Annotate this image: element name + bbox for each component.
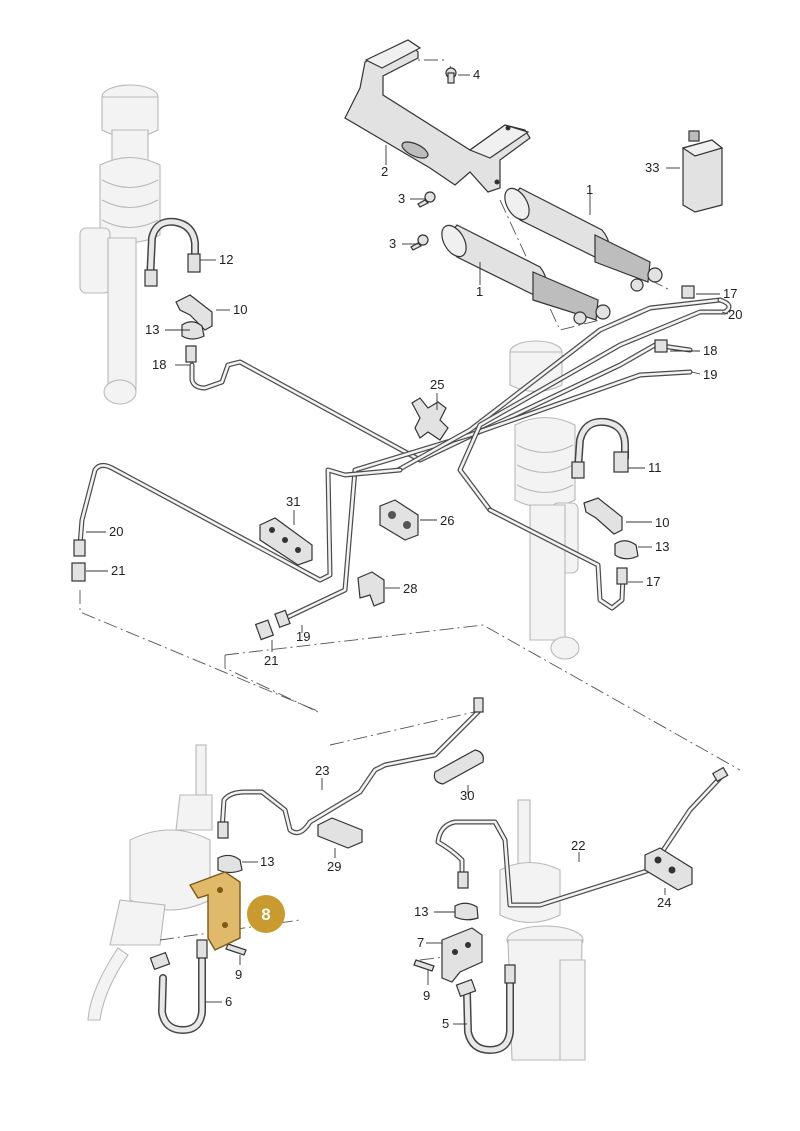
callout-3b: 3 (389, 236, 396, 251)
holder-28 (357, 571, 385, 607)
clip-13-front-left (217, 854, 243, 874)
screw-3-upper-icon (417, 191, 436, 208)
pipe-fittings (71, 253, 729, 998)
callout-11: 11 (648, 460, 662, 475)
brake-hoses (146, 217, 629, 1055)
callout-30: 30 (460, 788, 474, 803)
holder-10-lower (583, 497, 623, 535)
leader-lines (86, 74, 729, 1025)
callout-21b: 21 (264, 653, 278, 668)
holder-29 (317, 817, 363, 849)
callout-1b: 1 (476, 284, 483, 299)
holder-10-upper (175, 294, 213, 331)
callout-31: 31 (286, 494, 300, 509)
part-8-badge[interactable]: 8 (247, 895, 285, 933)
callout-3a: 3 (398, 191, 405, 206)
callout-28: 28 (403, 581, 417, 596)
callout-7: 7 (417, 935, 424, 950)
pressure-accumulator-upper (504, 187, 663, 292)
callout-2: 2 (381, 164, 388, 179)
holder-31 (259, 517, 313, 566)
screw-4-icon (445, 67, 457, 84)
clip-13-right (614, 540, 639, 560)
callout-1a: 1 (586, 182, 593, 197)
sleeve-30 (433, 749, 484, 785)
highlighted-bracket-8[interactable] (188, 871, 241, 951)
pressure-accumulator-lower (441, 224, 611, 325)
clip-13-upper-left (181, 321, 205, 340)
callout-20a: 20 (728, 307, 742, 322)
callout-19a: 19 (703, 367, 717, 382)
clip-25 (411, 397, 449, 441)
callout-5: 5 (442, 1016, 449, 1031)
clip-13-front-right (454, 902, 479, 921)
callout-33: 33 (645, 160, 659, 175)
rear-left-strut-ghost (79, 84, 161, 405)
callout-13d: 13 (414, 904, 428, 919)
callout-26: 26 (440, 513, 454, 528)
callout-22: 22 (571, 838, 585, 853)
callout-17a: 17 (723, 286, 737, 301)
callout-13a: 13 (145, 322, 159, 337)
callout-19b: 19 (296, 629, 310, 644)
callout-23: 23 (315, 763, 329, 778)
bracket-7 (441, 927, 483, 983)
hydraulic-pipes (77, 297, 732, 908)
bolt-9-left-icon (225, 943, 247, 956)
callout-10a: 10 (233, 302, 247, 317)
callout-9a: 9 (235, 967, 242, 982)
callout-25: 25 (430, 377, 444, 392)
rear-right-strut-ghost (509, 340, 580, 660)
support-bracket (344, 39, 531, 193)
callout-labels: 1 1 2 3 3 4 5 6 7 9 9 10 10 11 12 13 13 … (109, 67, 742, 1031)
fluid-bottle (681, 130, 724, 213)
callout-9b: 9 (423, 988, 430, 1003)
callout-21a: 21 (111, 563, 125, 578)
holder-26 (379, 499, 419, 541)
callout-18b: 18 (703, 343, 717, 358)
callout-17b: 17 (646, 574, 660, 589)
screw-3-lower-icon (410, 234, 429, 251)
holder-24 (644, 847, 693, 891)
callout-20b: 20 (109, 524, 123, 539)
callout-18a: 18 (152, 357, 166, 372)
front-left-strut-ghost (87, 744, 213, 1021)
callout-4: 4 (473, 67, 480, 82)
callout-10b: 10 (655, 515, 669, 530)
callout-12: 12 (219, 252, 233, 267)
callout-29: 29 (327, 859, 341, 874)
callout-13b: 13 (655, 539, 669, 554)
callout-24: 24 (657, 895, 671, 910)
callout-6: 6 (225, 994, 232, 1009)
bolt-9-right-icon (413, 959, 435, 972)
part-8-badge-label: 8 (261, 905, 270, 924)
callout-13c: 13 (260, 854, 274, 869)
